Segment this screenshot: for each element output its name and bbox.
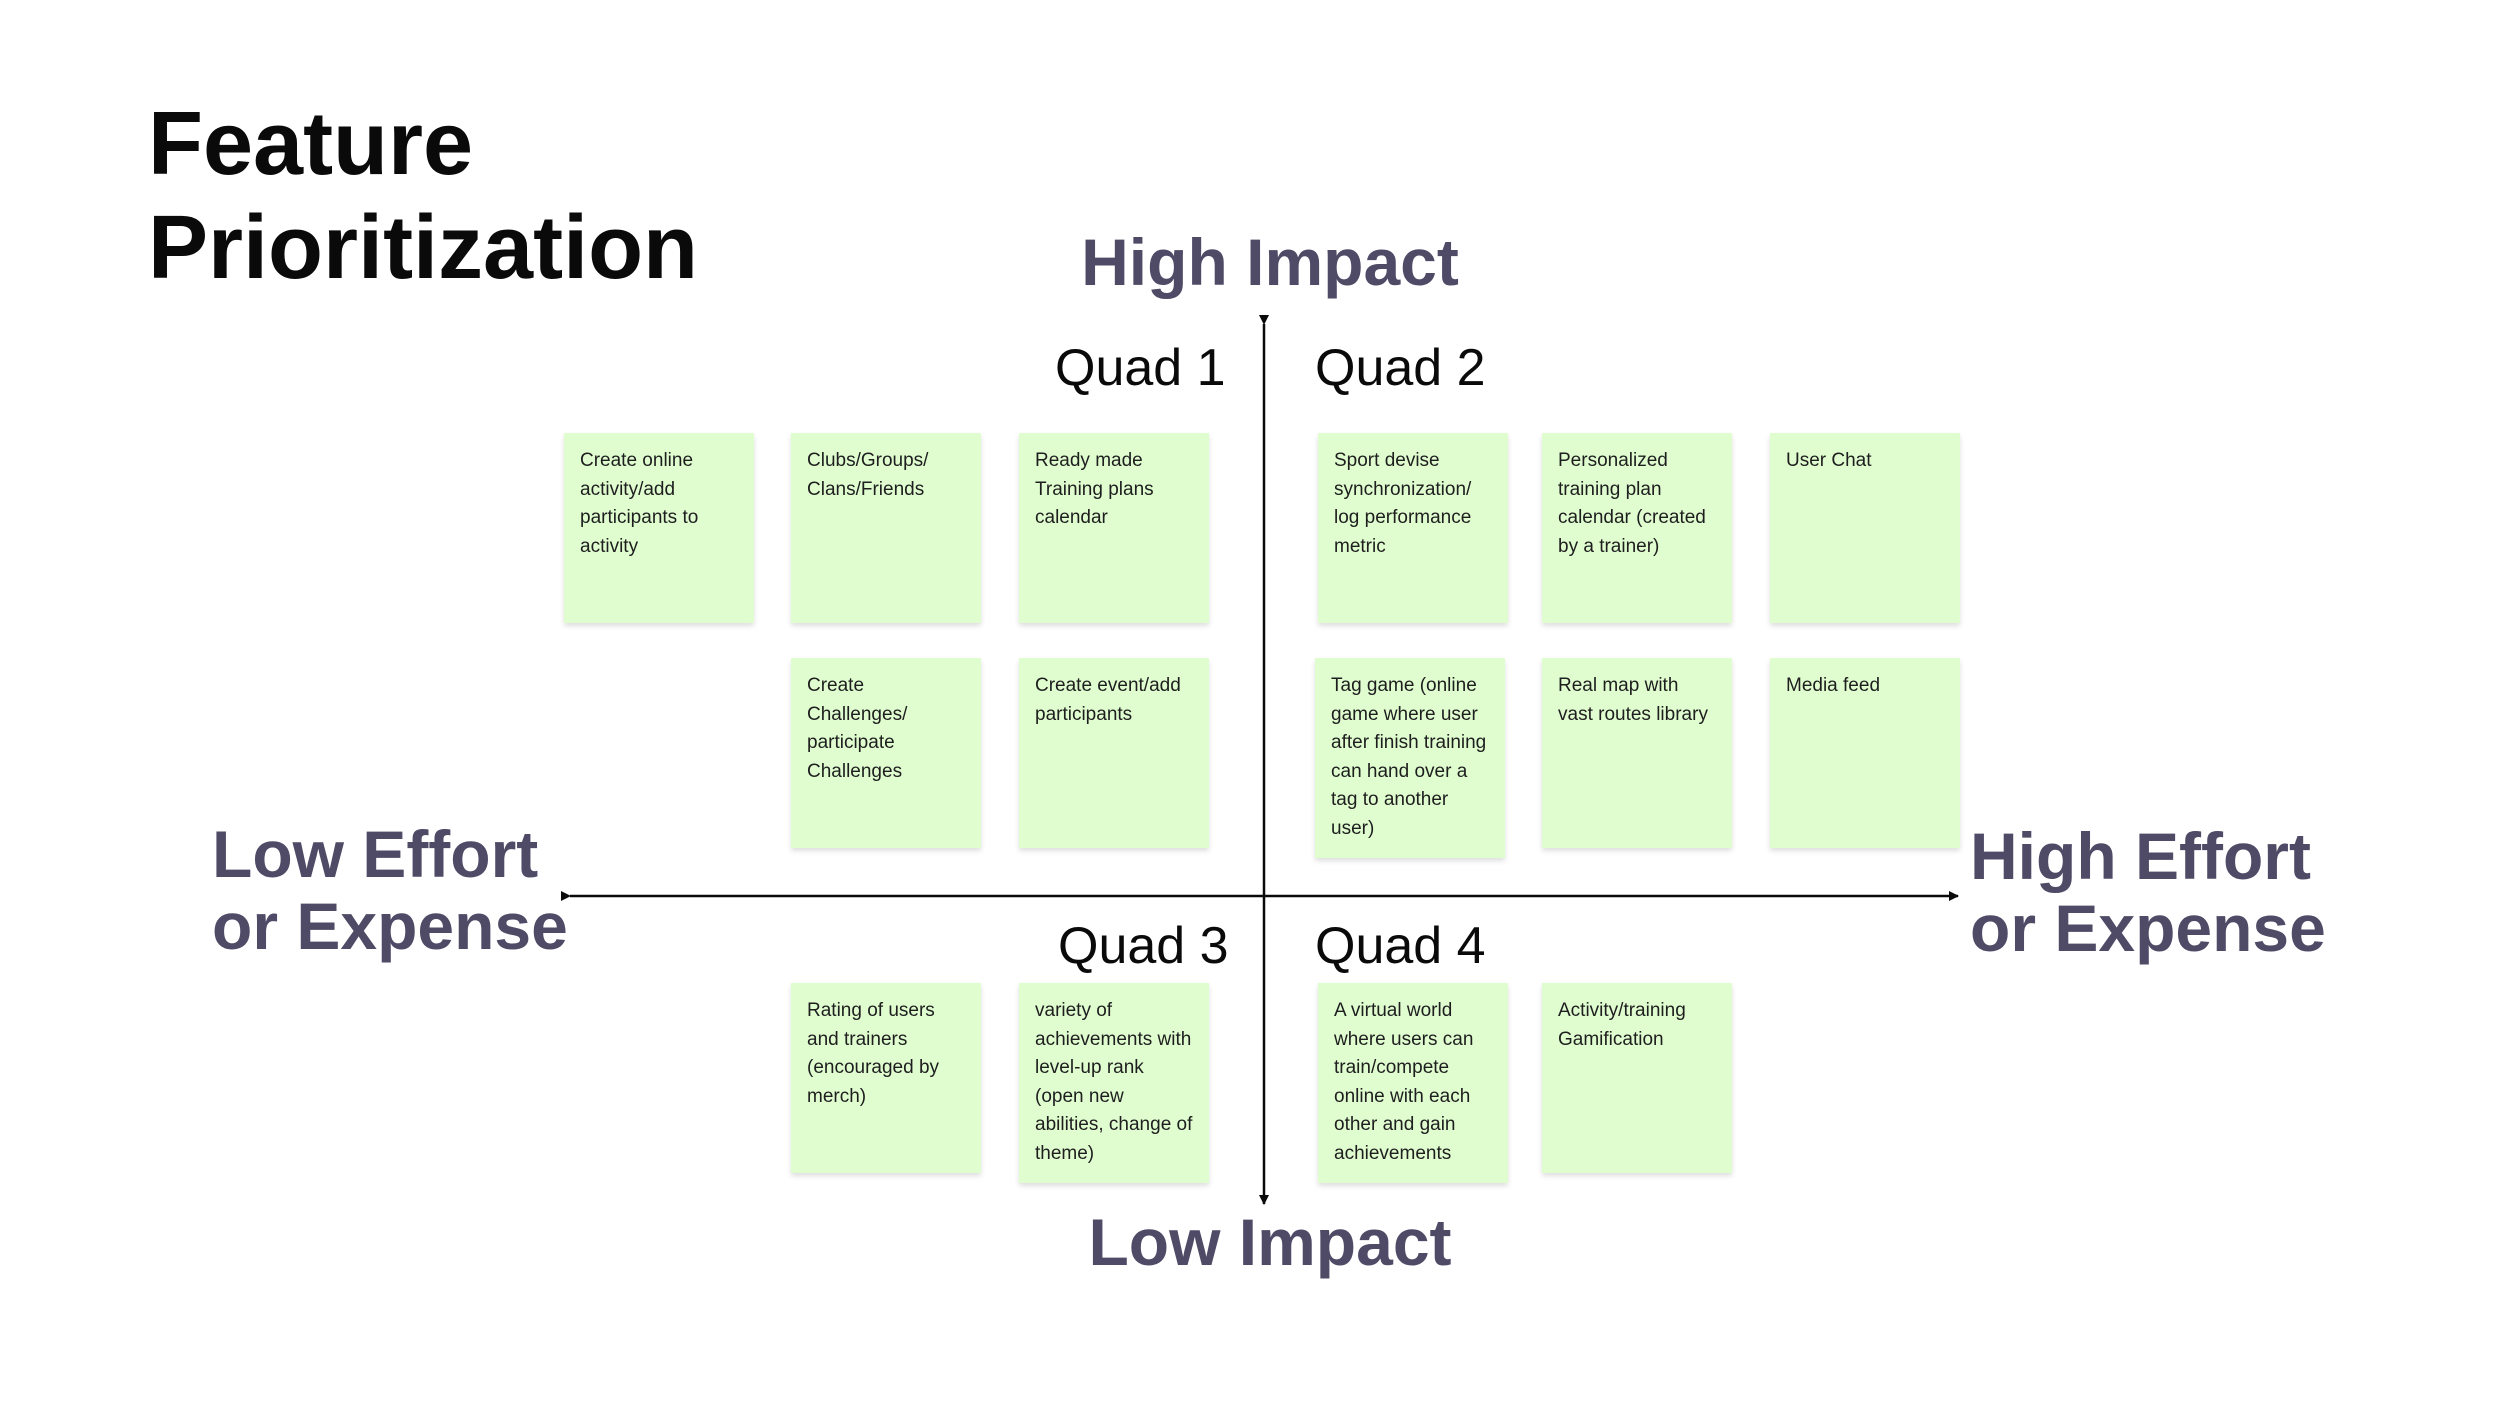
sticky-note: variety of achievements with level-up ra… [1019,983,1209,1183]
quad-4-label: Quad 4 [1315,917,1486,975]
sticky-note: A virtual world where users can train/co… [1318,983,1508,1183]
title: Feature Prioritization [148,94,699,298]
axis-label-high-impact: High Impact [1081,225,1459,299]
axis-label-low-impact: Low Impact [1088,1205,1452,1279]
sticky-note: Sport devise synchronization/ log perfor… [1318,433,1508,623]
sticky-note: Real map with vast routes library [1542,658,1732,848]
axis-label-high-effort: High Effort or Expense [1970,819,2326,965]
sticky-note: Rating of users and trainers (encouraged… [791,983,981,1173]
sticky-note: Tag game (online game where user after f… [1315,658,1505,858]
sticky-note: Create Challenges/ participate Challenge… [791,658,981,848]
quad-2-label: Quad 2 [1315,339,1486,397]
sticky-note: Personalized training plan calendar (cre… [1542,433,1732,623]
quad-3-label: Quad 3 [1058,917,1229,975]
sticky-note: Media feed [1770,658,1960,848]
sticky-note: Create event/add participants [1019,658,1209,848]
axis-label-low-effort: Low Effort or Expense [212,817,568,963]
sticky-note: Create online activity/add participants … [564,433,754,623]
sticky-note: Ready made Training plans calendar [1019,433,1209,623]
quad-1-label: Quad 1 [1055,339,1226,397]
sticky-note: User Chat [1770,433,1960,623]
sticky-note: Clubs/Groups/ Clans/Friends [791,433,981,623]
sticky-note: Activity/training Gamification [1542,983,1732,1173]
